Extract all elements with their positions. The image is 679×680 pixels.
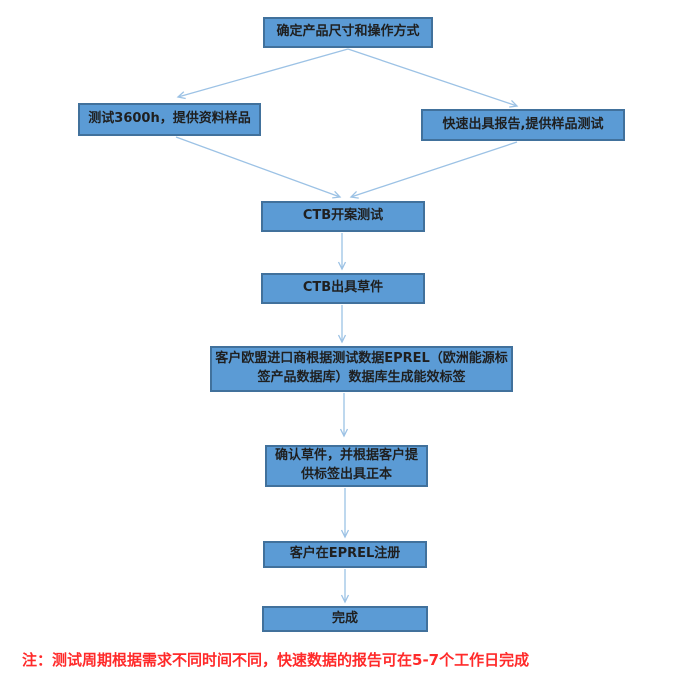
arrow-right-branch-to-ctb: [349, 141, 518, 199]
node-done: 完成: [262, 606, 428, 632]
arrow-top-to-right-branch: [347, 48, 519, 108]
node-test-3600h: 测试3600h，提供资料样品: [78, 103, 261, 136]
node-eprel-generate-label: 客户欧盟进口商根据测试数据EPREL（欧洲能源标签产品数据库）数据库生成能效标签: [210, 346, 513, 392]
node-determine-product: 确定产品尺寸和操作方式: [263, 17, 433, 48]
arrow-top-to-left-branch: [176, 48, 349, 100]
node-ctb-open-case-test: CTB开案测试: [261, 201, 425, 232]
arrow-left-branch-to-ctb: [175, 136, 342, 199]
node-confirm-draft: 确认草件，并根据客户提供标签出具正本: [265, 445, 428, 487]
footnote-text: 注：测试周期根据需求不同时间不同，快速数据的报告可在5-7个工作日完成: [22, 651, 530, 669]
node-customer-register-eprel: 客户在EPREL注册: [263, 541, 427, 568]
node-ctb-issue-draft: CTB出具草件: [261, 273, 425, 304]
node-quick-report: 快速出具报告,提供样品测试: [421, 109, 625, 141]
